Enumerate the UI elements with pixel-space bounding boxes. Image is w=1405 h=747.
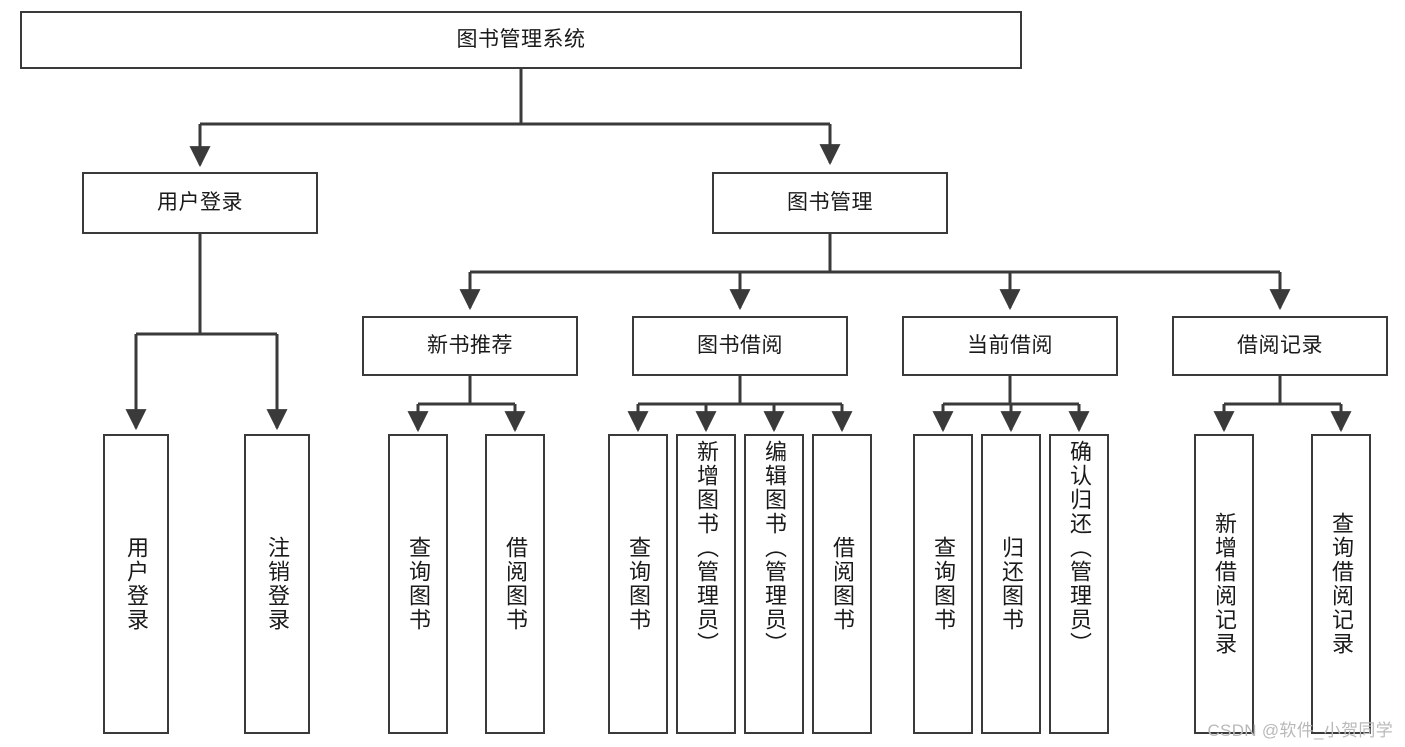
node-label: 确认归还（管理员） bbox=[1067, 440, 1092, 656]
node-label: 借阅图书 bbox=[503, 536, 528, 632]
leaf-borrow-add-book-admin[interactable]: 新增图书（管理员） bbox=[676, 434, 736, 734]
leaf-current-return-book[interactable]: 归还图书 bbox=[981, 434, 1041, 734]
leaf-current-query-book[interactable]: 查询图书 bbox=[913, 434, 973, 734]
node-label: 归还图书 bbox=[999, 536, 1024, 632]
leaf-borrow-borrow-book[interactable]: 借阅图书 bbox=[812, 434, 872, 734]
leaf-borrow-query-book[interactable]: 查询图书 bbox=[608, 434, 668, 734]
node-borrow-record[interactable]: 借阅记录 bbox=[1172, 316, 1388, 376]
node-label: 当前借阅 bbox=[967, 333, 1053, 357]
leaf-current-confirm-return-admin[interactable]: 确认归还（管理员） bbox=[1049, 434, 1109, 734]
leaf-record-query-record[interactable]: 查询借阅记录 bbox=[1311, 434, 1371, 734]
node-label: 查询图书 bbox=[406, 536, 431, 632]
node-label: 新书推荐 bbox=[427, 333, 513, 357]
node-book-borrow[interactable]: 图书借阅 bbox=[632, 316, 848, 376]
node-label: 图书借阅 bbox=[697, 333, 783, 357]
leaf-user-login-signin[interactable]: 用户登录 bbox=[103, 434, 169, 734]
node-label: 图书管理 bbox=[787, 190, 873, 214]
node-book-management[interactable]: 图书管理 bbox=[712, 172, 948, 234]
node-label: 新增图书（管理员） bbox=[694, 440, 719, 656]
node-label: 用户登录 bbox=[157, 190, 243, 214]
node-root-system[interactable]: 图书管理系统 bbox=[20, 11, 1022, 69]
node-label: 查询图书 bbox=[626, 536, 651, 632]
node-label: 借阅记录 bbox=[1237, 333, 1323, 357]
node-label: 用户登录 bbox=[124, 536, 149, 632]
leaf-borrow-edit-book-admin[interactable]: 编辑图书（管理员） bbox=[744, 434, 804, 734]
leaf-recommend-query-book[interactable]: 查询图书 bbox=[388, 434, 448, 734]
node-label: 注销登录 bbox=[265, 536, 290, 632]
node-label: 查询图书 bbox=[931, 536, 956, 632]
leaf-user-login-signout[interactable]: 注销登录 bbox=[244, 434, 310, 734]
node-new-book-recommend[interactable]: 新书推荐 bbox=[362, 316, 578, 376]
leaf-record-add-record[interactable]: 新增借阅记录 bbox=[1194, 434, 1254, 734]
node-label: 查询借阅记录 bbox=[1329, 512, 1354, 656]
leaf-recommend-borrow-book[interactable]: 借阅图书 bbox=[485, 434, 545, 734]
node-current-borrow[interactable]: 当前借阅 bbox=[902, 316, 1118, 376]
node-label: 编辑图书（管理员） bbox=[762, 440, 787, 656]
node-user-login[interactable]: 用户登录 bbox=[82, 172, 318, 234]
node-label: 图书管理系统 bbox=[456, 27, 586, 51]
node-label: 新增借阅记录 bbox=[1212, 512, 1237, 656]
node-label: 借阅图书 bbox=[830, 536, 855, 632]
watermark: CSDN @软件_小贺同学 bbox=[1207, 721, 1393, 740]
